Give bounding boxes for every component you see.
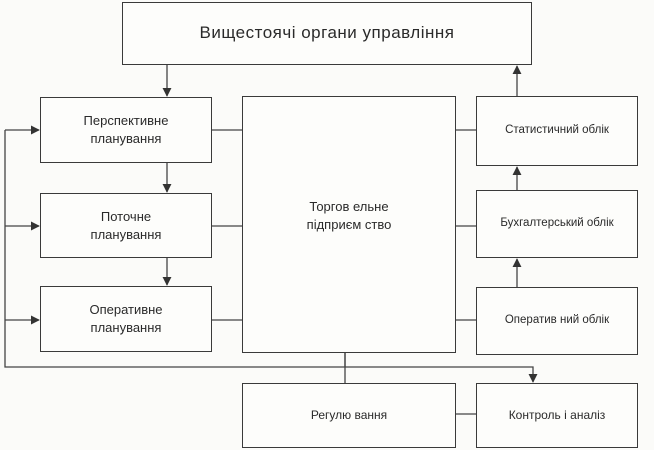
operational-planning-line2: планування [90,320,162,335]
perspective-planning-line2: планування [90,131,162,146]
operational-planning-line1: Оперативне [89,302,163,318]
box-operational-accounting: Оператив ний облік [476,287,638,355]
control-analysis-label: Контроль і аналіз [508,408,606,423]
perspective-planning-line1: Перспективне [83,113,169,129]
bookkeeping-label: Бухгалтерський облік [500,217,614,230]
box-operational-planning: Оперативне планування [40,286,212,352]
arrow-bus-to-control [345,366,538,383]
box-statistical-accounting: Статистичний облік [476,96,638,166]
current-planning-line2: планування [90,226,162,242]
box-higher-management: Вищестоячі органи управління [122,2,532,65]
box-perspective-planning: Перспективне планування [40,97,212,163]
trade-enterprise-line1: Торгов ельне [309,198,389,214]
box-bookkeeping: Бухгалтерський облік [476,190,638,258]
trade-enterprise-line2: підприєм ство [306,216,392,232]
statistical-accounting-label: Статистичний облік [505,124,609,137]
box-current-planning: Поточне планування [40,193,212,258]
regulation-label: Регулю вання [310,408,388,423]
current-planning-line1: Поточне [100,208,152,224]
box-control-analysis: Контроль і аналіз [476,383,638,448]
operational-accounting-label: Оператив ний облік [504,314,610,327]
box-regulation: Регулю вання [242,383,456,448]
higher-management-label: Вищестоячі органи управління [199,23,455,43]
box-trade-enterprise: Торгов ельне підприєм ство [242,96,456,353]
